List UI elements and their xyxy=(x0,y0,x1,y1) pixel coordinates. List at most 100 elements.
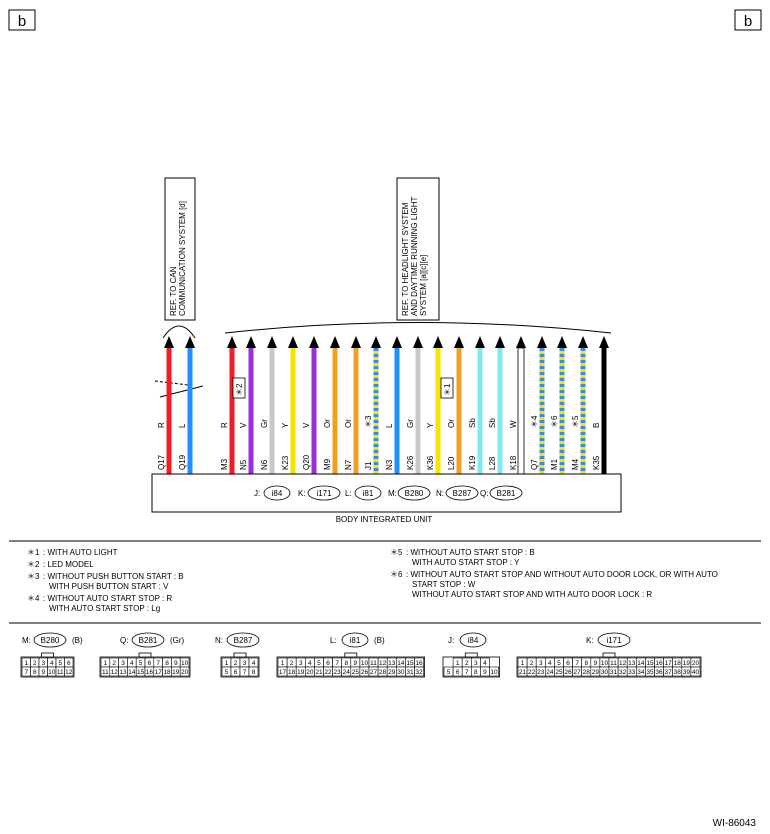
unit-connector-id: B281 xyxy=(497,489,516,498)
connector-pin-number: 11 xyxy=(102,669,109,676)
connector-pin-number: 23 xyxy=(334,669,342,676)
connector-view-color: (B) xyxy=(374,636,385,645)
connector-pin-number: 26 xyxy=(564,669,572,676)
connector-pin-number: 6 xyxy=(67,660,71,667)
wire-color-code: Gr xyxy=(260,419,269,428)
note-line: : WITH AUTO LIGHT xyxy=(43,548,118,557)
wire-M4: ＊5M4 xyxy=(571,336,588,474)
connector-pin-number: 20 xyxy=(306,669,314,676)
unit-connector-prefix: L: xyxy=(345,489,352,498)
connector-pin-number: 3 xyxy=(539,660,543,667)
note-line: WITHOUT AUTO START STOP AND WITH AUTO DO… xyxy=(412,590,652,599)
connector-pin-number: 18 xyxy=(163,669,171,676)
unit-connector-id: i81 xyxy=(363,489,374,498)
connector-pin-number: 15 xyxy=(646,660,654,667)
wire-pin-label: K36 xyxy=(426,455,435,470)
connector-pin-number: 24 xyxy=(343,669,351,676)
connector-view-id: B287 xyxy=(234,636,253,645)
connector-pin-number: 25 xyxy=(352,669,360,676)
connector-view-prefix: N: xyxy=(215,636,223,645)
connector-pin-number: 7 xyxy=(335,660,339,667)
connector-pin-number: 2 xyxy=(112,660,116,667)
unit-connector-B287: N:B287 xyxy=(436,485,479,501)
unit-connector-id: i84 xyxy=(272,489,283,498)
connector-pin-number: 19 xyxy=(297,669,305,676)
connector-pin-number: 22 xyxy=(324,669,332,676)
connector-pin-number: 7 xyxy=(465,669,469,676)
connector-pin-number: 6 xyxy=(234,669,238,676)
wire-J1: ＊3J1 xyxy=(364,336,381,474)
arrow-head xyxy=(185,336,195,348)
arrow-head xyxy=(599,336,609,348)
corner-label-right: b xyxy=(744,13,752,30)
connector-pin-number: 10 xyxy=(361,660,369,667)
connector-pin-number: 39 xyxy=(683,669,691,676)
wire-color-code: Y xyxy=(281,422,290,428)
connector-pin-number: 16 xyxy=(415,660,423,667)
connector-pin-number: 30 xyxy=(397,669,405,676)
wire-color-code: ＊6 xyxy=(550,415,559,428)
wire-color-code: Sb xyxy=(468,418,477,428)
unit-connector-prefix: J: xyxy=(254,489,260,498)
connector-lock-tab xyxy=(41,652,54,658)
connector-lock-tab xyxy=(602,652,616,658)
wire-note: ＊1 xyxy=(443,383,452,396)
connector-pin-number: 5 xyxy=(447,669,451,676)
wire-pin-label: K18 xyxy=(509,455,518,470)
body-integrated-unit-box xyxy=(151,473,622,513)
unit-connector-prefix: M: xyxy=(388,489,397,498)
connector-pin-number: 6 xyxy=(326,660,330,667)
connector-pin-number: 3 xyxy=(41,660,45,667)
arrow-head xyxy=(246,336,256,348)
connector-pin-number: 17 xyxy=(155,669,163,676)
arrow-head xyxy=(495,336,505,348)
connector-pin-number: 3 xyxy=(121,660,125,667)
connector-pin-number: 22 xyxy=(528,669,536,676)
note-line: : WITHOUT PUSH BUTTON START : B xyxy=(43,572,184,581)
connector-view-id: i81 xyxy=(350,636,361,645)
note-line: : WITHOUT AUTO START STOP : B xyxy=(406,548,535,557)
wire-color-code: Y xyxy=(426,422,435,428)
wire-pin-label: L20 xyxy=(447,456,456,470)
connector-pin-number: 6 xyxy=(566,660,570,667)
connector-pin-number: 16 xyxy=(655,660,663,667)
wire-pin-label: K26 xyxy=(406,455,415,470)
connector-pin-number: 2 xyxy=(33,660,37,667)
connector-view-oval xyxy=(597,632,631,648)
connector-pin-number: 38 xyxy=(674,669,682,676)
connector-pin-number: 5 xyxy=(225,669,229,676)
arrow-head xyxy=(475,336,485,348)
wire-pin-label: N5 xyxy=(239,459,248,470)
connector-pin-number: 17 xyxy=(279,669,287,676)
connector-pin-number: 8 xyxy=(33,669,37,676)
connector-pin-number: 15 xyxy=(406,660,414,667)
connector-pin-number: 1 xyxy=(24,660,28,667)
connector-pin-number: 32 xyxy=(415,669,423,676)
unit-connector-i171: K:i171 xyxy=(298,485,341,501)
connector-pin-number: 9 xyxy=(354,660,358,667)
connector-view-id: B281 xyxy=(139,636,158,645)
note-line: WITH AUTO START STOP : Lg xyxy=(49,604,160,613)
note-mark: ＊3 xyxy=(27,572,40,581)
unit-connector-prefix: K: xyxy=(298,489,306,498)
unit-connector-i81: L: i81 xyxy=(345,485,382,501)
connector-pin-number: 40 xyxy=(692,669,700,676)
ref-can-line-1: REF. TO CAN xyxy=(169,266,178,316)
connector-pin-number: 12 xyxy=(65,669,73,676)
connector-pin-number: 2 xyxy=(530,660,534,667)
connector-pin-number: 34 xyxy=(637,669,645,676)
note-line: : LED MODEL xyxy=(43,560,94,569)
connector-pin-number: 27 xyxy=(574,669,582,676)
